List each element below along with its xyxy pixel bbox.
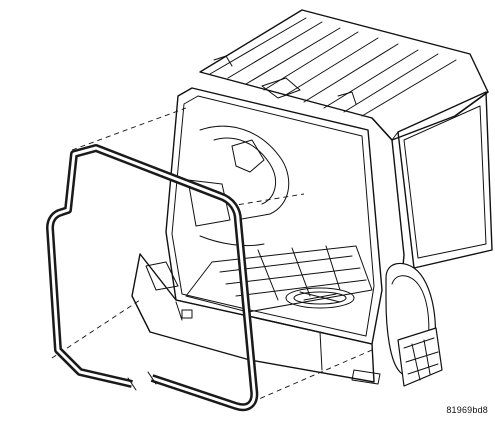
figure-code: 81969bd8 <box>446 405 488 415</box>
liftgate-opening <box>165 77 383 345</box>
roof-panel <box>199 9 489 141</box>
cargo-interior <box>185 125 373 313</box>
spare-tire-carrier <box>385 262 443 387</box>
liftgate-weatherstrip-seal <box>46 144 259 412</box>
leader-lines <box>51 107 373 403</box>
rear-sill <box>131 253 381 385</box>
